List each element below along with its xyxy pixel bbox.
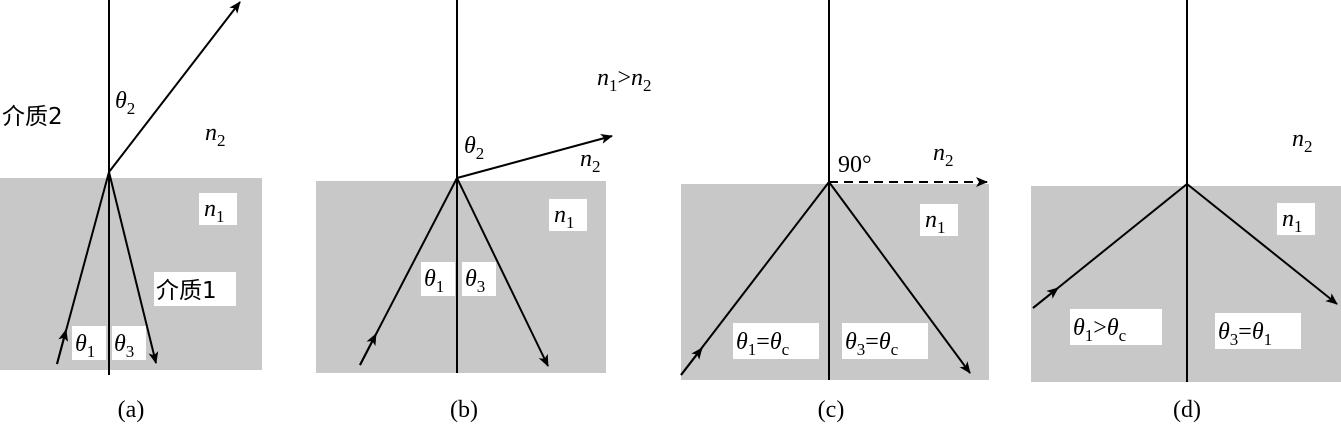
n1-box-b (549, 199, 587, 231)
panel-d: n2 n1 θ1>θc θ3=θ1 (d) (1031, 0, 1341, 423)
right-formula-box-c (842, 323, 928, 359)
incident-arrow-b (359, 333, 377, 366)
n2-label-b: n2 (580, 146, 601, 176)
caption-b: (b) (450, 397, 478, 423)
theta1-label-b: θ1 (424, 266, 444, 296)
theta1-box-a (72, 326, 106, 360)
theta1-box-b (421, 262, 455, 296)
panel-a: 介质2 θ2 n2 n1 介质1 θ1 θ3 (a) (0, 0, 262, 423)
n1-box-d (1277, 203, 1315, 235)
n1-box-c (920, 204, 958, 236)
incident-arrow-d (1032, 287, 1059, 309)
medium2-label-a: 介质2 (2, 104, 63, 130)
left-formula-box-c (733, 323, 819, 359)
right-formula-d: θ3=θ1 (1218, 319, 1272, 349)
left-formula-box-d (1070, 309, 1162, 345)
theta2-label-b: θ2 (464, 133, 484, 163)
refracted-ray-b (456, 134, 613, 179)
theta3-label-b: θ3 (465, 266, 485, 296)
incident-ray-d (1032, 183, 1188, 309)
panel-b: θ2 n2 n1 θ1 θ3 (b) (316, 0, 613, 423)
refracted-ray-a (108, 1, 241, 173)
n1-label-c: n1 (925, 207, 946, 237)
theta3-box-b (462, 262, 496, 296)
n1-label-d: n1 (1282, 206, 1303, 236)
n1-label-b: n1 (554, 202, 575, 232)
reflected-ray-a (108, 171, 159, 364)
n1-label-a: n1 (204, 196, 225, 226)
incident-ray-c (680, 181, 830, 376)
panel-c: 90° n2 n1 θ1=θc θ3=θc (c) (680, 0, 989, 423)
reflected-ray-d (1186, 183, 1338, 305)
theta3-box-a (112, 326, 146, 360)
reflected-ray-c (828, 181, 971, 374)
n1-box-a (199, 193, 237, 225)
right-formula-c: θ3=θc (845, 329, 899, 359)
n2-label-c: n2 (933, 140, 954, 170)
incident-arrow-a (56, 329, 69, 365)
caption-c: (c) (818, 397, 845, 423)
caption-d: (d) (1173, 397, 1201, 423)
theta3-label-a: θ3 (114, 331, 134, 361)
reflected-ray-b (456, 177, 549, 367)
left-formula-d: θ1>θc (1073, 315, 1127, 345)
incident-arrow-c (680, 347, 703, 376)
n2-label-d: n2 (1292, 126, 1313, 156)
caption-a: (a) (118, 397, 145, 423)
left-formula-c: θ1=θc (736, 329, 790, 359)
theta2-label-a: θ2 (115, 88, 135, 118)
n2-label-a: n2 (205, 120, 226, 150)
theta1-label-a: θ1 (75, 331, 95, 361)
medium1-label-a: 介质1 (156, 278, 217, 304)
medium1-box-a (154, 272, 236, 306)
right-formula-box-d (1215, 313, 1301, 349)
angle-90-label-c: 90° (838, 152, 872, 178)
condition-label: n1>n2 (597, 65, 652, 95)
